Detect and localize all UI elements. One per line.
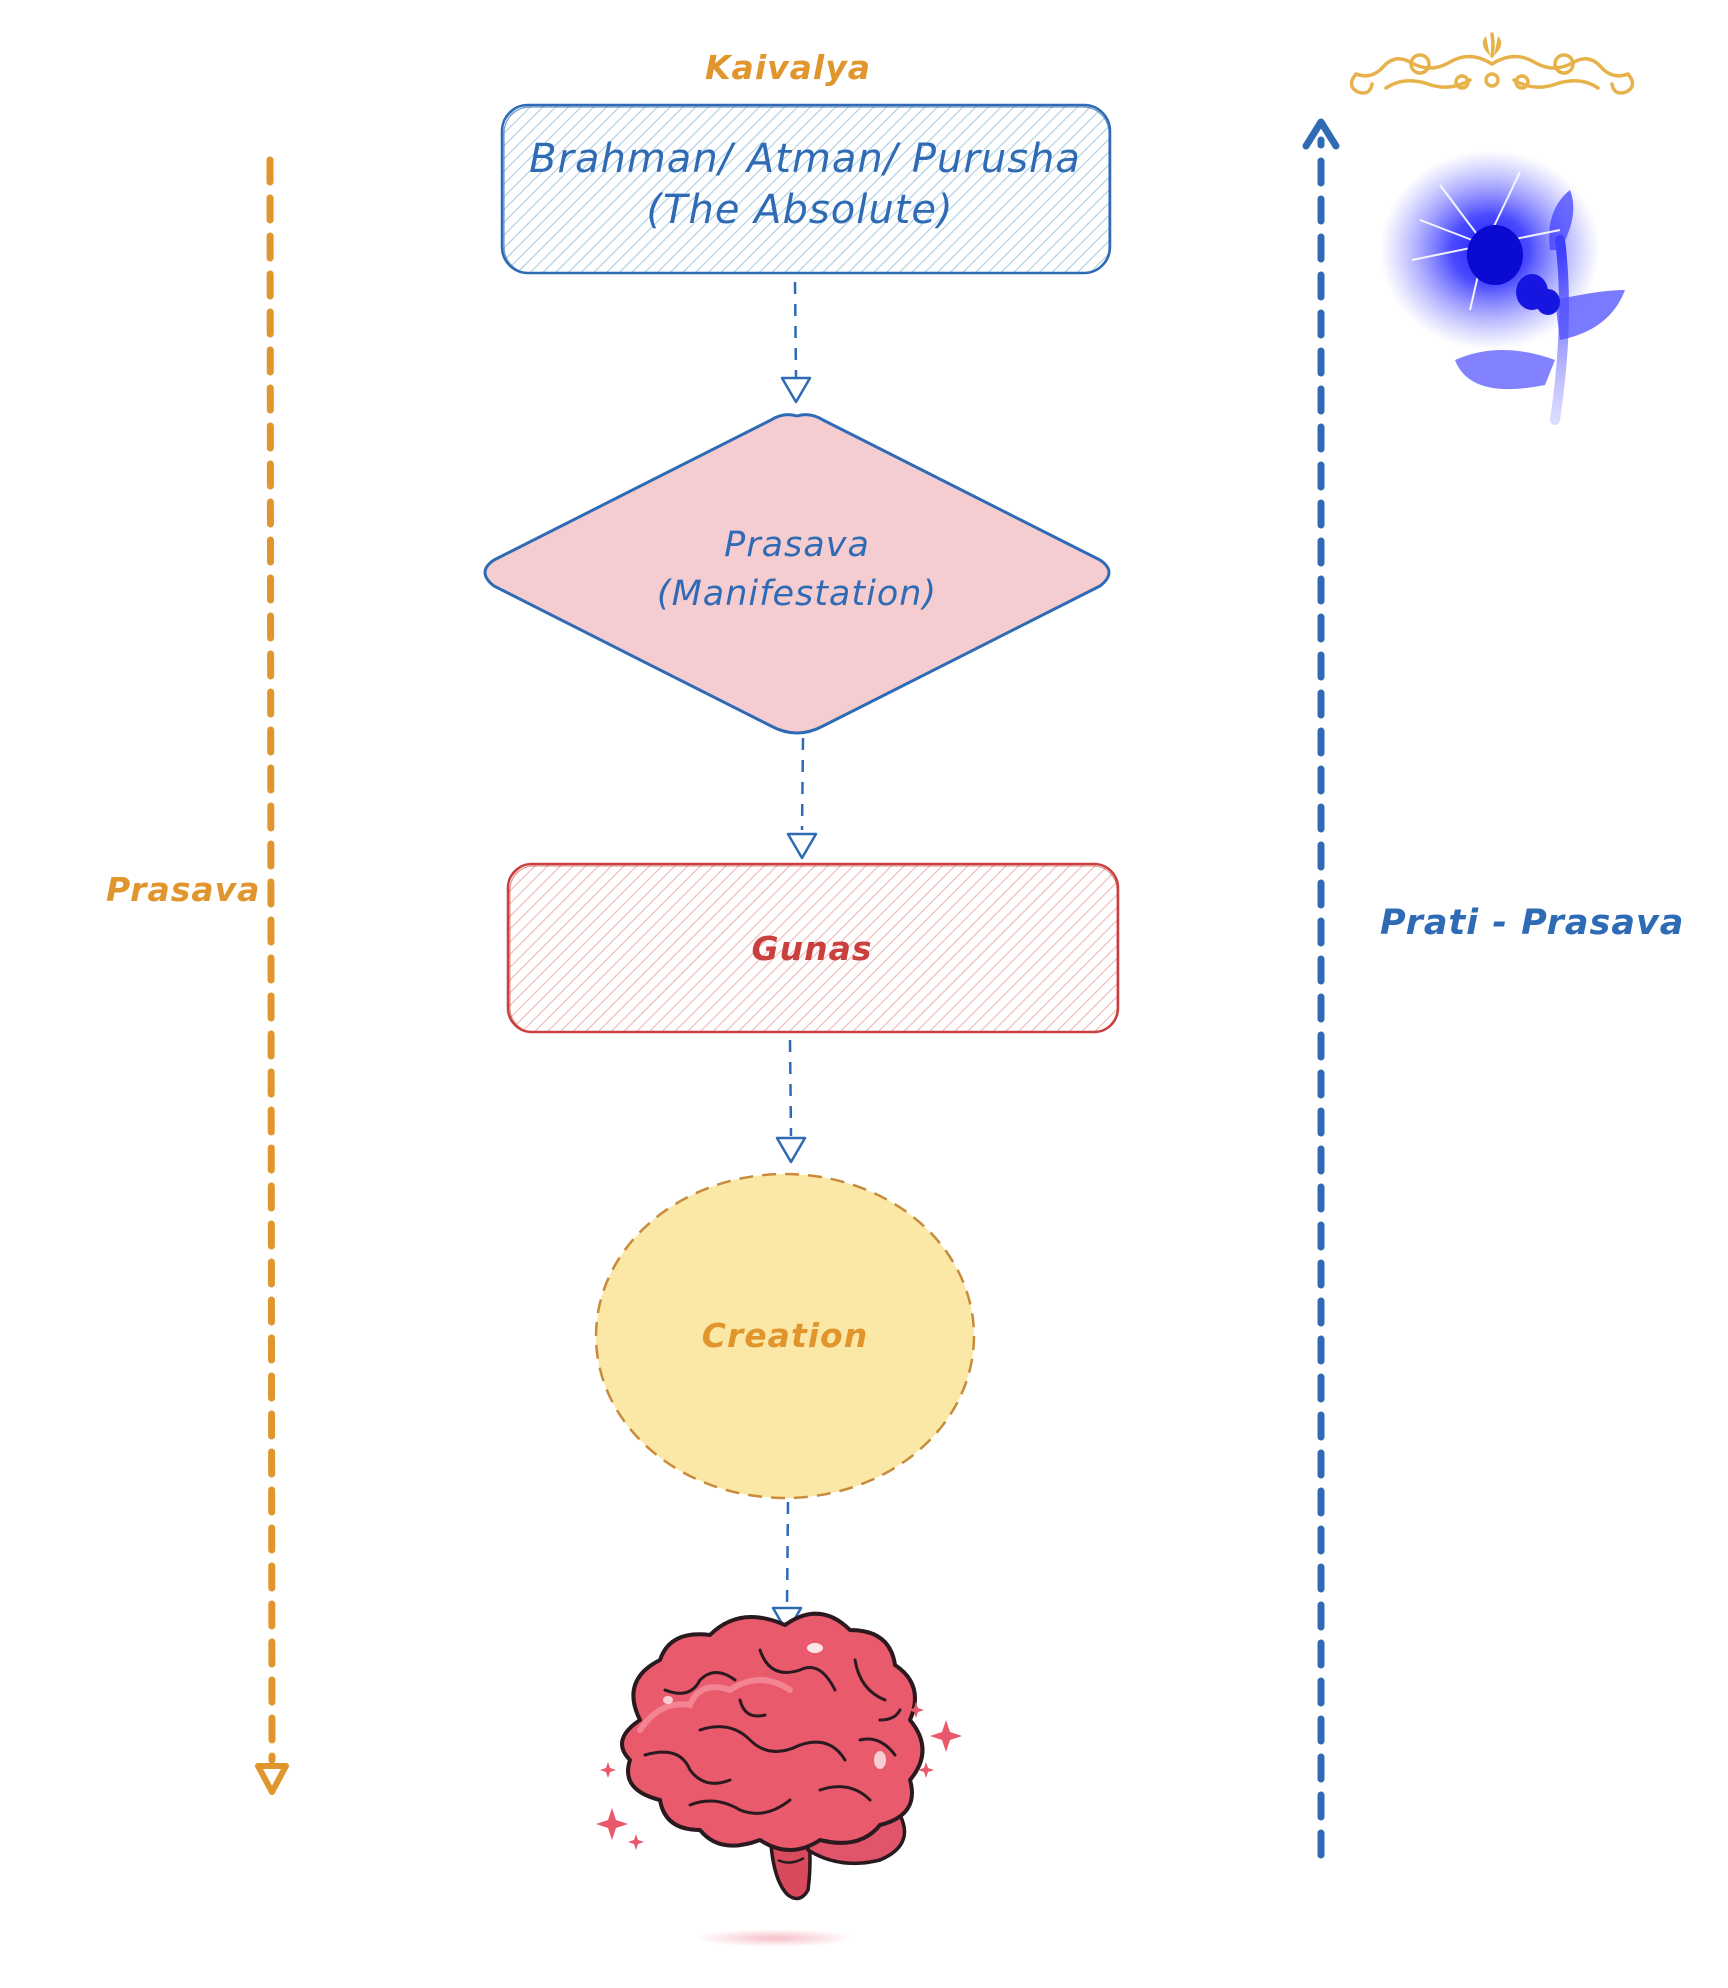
creation-node xyxy=(594,1172,976,1500)
absolute-node-label-line2: (The Absolute) xyxy=(646,187,954,233)
blue-flower-icon xyxy=(1380,150,1625,425)
prasava-diamond-node xyxy=(483,413,1111,735)
absolute-node-label-line1: Brahman/ Atman/ Purusha xyxy=(529,136,1081,182)
prasava-node-label-line1: Prasava xyxy=(724,525,870,565)
creation-node-label: Creation xyxy=(701,1316,869,1355)
absolute-node xyxy=(500,103,1112,275)
brain-icon xyxy=(596,1611,962,1947)
kaivalya-label: Kaivalya xyxy=(704,48,872,87)
ornament-flourish-icon xyxy=(1349,32,1635,95)
gunas-node-label: Gunas xyxy=(751,929,873,968)
prati-prasava-up-arrow xyxy=(1302,118,1340,1859)
left-prasava-label: Prasava xyxy=(106,870,261,909)
prasava-down-arrow xyxy=(255,156,289,1795)
right-prati-prasava-label: Prati - Prasava xyxy=(1380,903,1685,943)
connector-prasava-to-gunas xyxy=(786,737,818,860)
connector-creation-to-brain xyxy=(771,1501,803,1634)
gunas-node xyxy=(506,862,1120,1034)
connector-gunas-to-creation xyxy=(775,1039,807,1164)
connector-absolute-to-prasava xyxy=(780,281,812,404)
prasava-node-label-line2: (Manifestation) xyxy=(656,574,938,614)
